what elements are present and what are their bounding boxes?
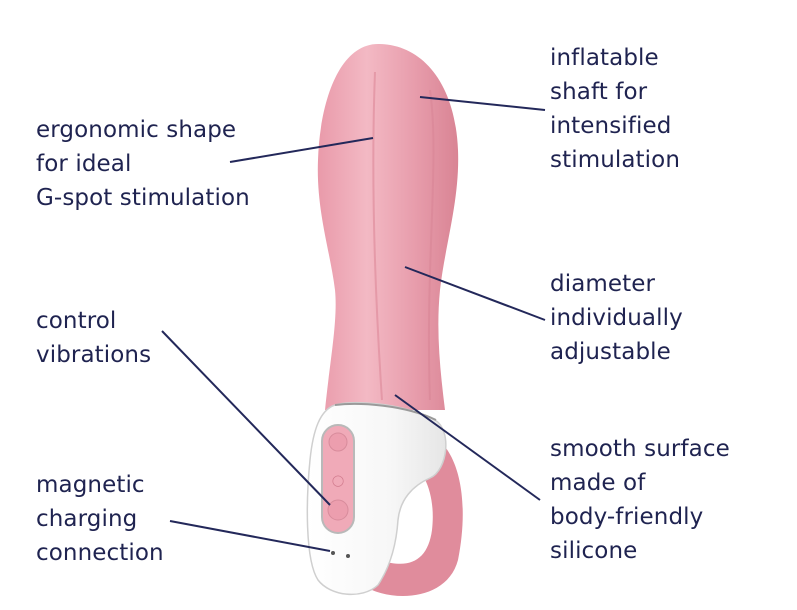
handle-loop	[372, 430, 463, 597]
button-top-icon	[328, 432, 348, 452]
shaft	[317, 44, 459, 410]
label-inflatable-shaft: inflatable shaft for intensified stimula…	[550, 45, 681, 173]
charging-contact	[331, 551, 335, 555]
svg-text:◯: ◯	[332, 474, 344, 487]
label-control-vibrations: control vibrations	[36, 308, 152, 368]
label-magnetic-charging: magnetic charging connection	[36, 472, 164, 566]
button-bottom-icon	[327, 499, 349, 521]
label-ergonomic-shape: ergonomic shape for ideal G-spot stimula…	[36, 117, 250, 211]
label-diameter-adjustable: diameter individually adjustable	[550, 271, 683, 365]
leader-lines	[161, 96, 546, 552]
label-smooth-surface: smooth surface made of body-friendly sil…	[550, 436, 730, 564]
